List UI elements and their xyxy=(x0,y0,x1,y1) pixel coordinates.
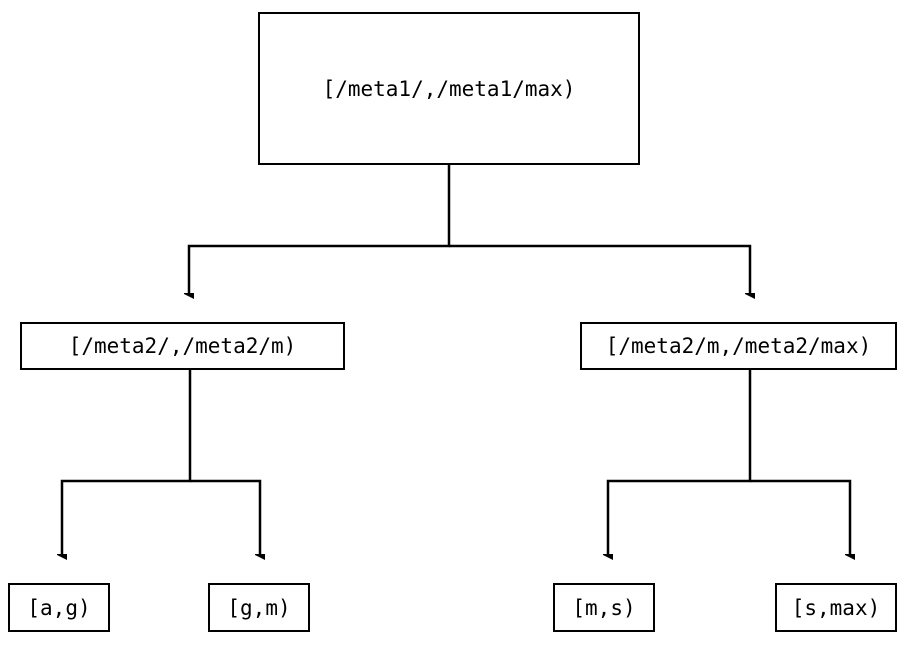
node-mid-left-label: [/meta2/,/meta2/m) xyxy=(68,334,297,358)
node-leaf-3[interactable]: [m,s) xyxy=(553,583,655,632)
edge-mid-right-to-leaf-4 xyxy=(750,479,850,554)
edge-root-to-mid-left xyxy=(189,165,451,293)
node-root-label: [/meta1/,/meta1/max) xyxy=(322,76,576,101)
edge-mid-left-to-leaf-2 xyxy=(190,479,260,554)
edge-root-to-mid-right xyxy=(449,244,750,293)
node-mid-right-label: [/meta2/m,/meta2/max) xyxy=(605,334,872,358)
edge-mid-left-to-leaf-1 xyxy=(62,370,192,554)
node-leaf-1[interactable]: [a,g) xyxy=(8,583,110,632)
node-leaf-4-label: [s,max) xyxy=(791,595,881,620)
node-leaf-3-label: [m,s) xyxy=(572,595,636,620)
node-leaf-2-label: [g,m) xyxy=(227,595,291,620)
node-leaf-4[interactable]: [s,max) xyxy=(775,583,897,632)
node-root[interactable]: [/meta1/,/meta1/max) xyxy=(258,12,640,165)
node-leaf-1-label: [a,g) xyxy=(27,595,91,620)
node-leaf-2[interactable]: [g,m) xyxy=(208,583,310,632)
node-mid-right[interactable]: [/meta2/m,/meta2/max) xyxy=(580,322,897,370)
node-mid-left[interactable]: [/meta2/,/meta2/m) xyxy=(20,322,345,370)
edge-mid-right-to-leaf-3 xyxy=(608,370,752,554)
